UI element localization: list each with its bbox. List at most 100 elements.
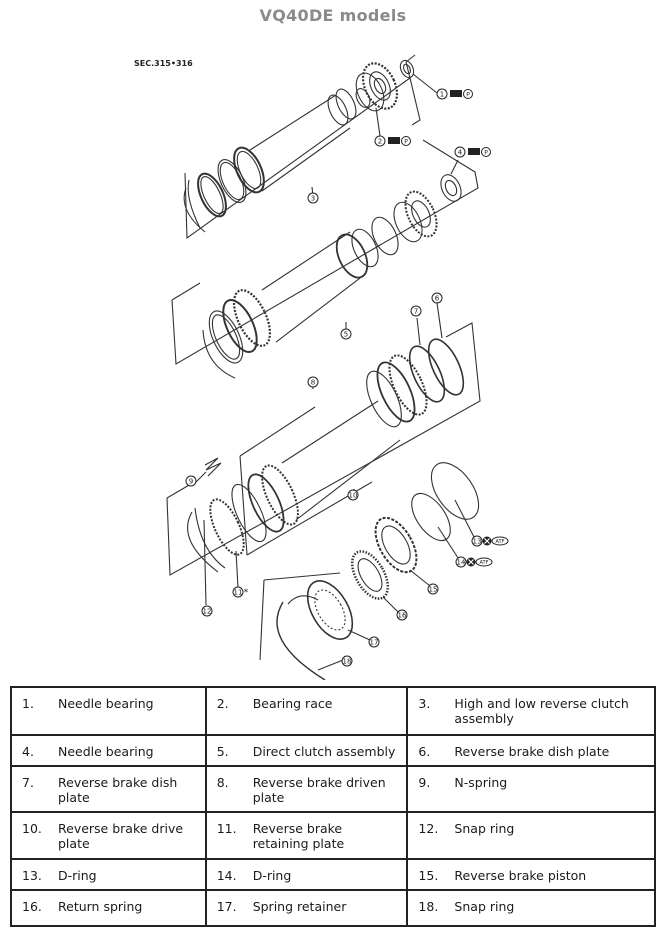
legend-cell: 15. Reverse brake piston — [406, 858, 656, 891]
part-name: Reverse brake retaining plate — [252, 821, 345, 851]
lube-icon — [388, 137, 400, 144]
part-name: Bearing race — [252, 696, 333, 711]
part-number: 16. — [22, 899, 42, 914]
gear-hub — [355, 62, 399, 112]
svg-text:P: P — [404, 139, 408, 146]
part-name: Spring retainer — [252, 899, 347, 914]
callout-6: 6 — [431, 292, 443, 304]
svg-text:14: 14 — [457, 559, 466, 567]
svg-text:8: 8 — [311, 379, 315, 387]
direct-clutch-drum — [202, 190, 438, 379]
legend-cell: 1.Needle bearing — [10, 686, 207, 736]
svg-text:P: P — [484, 150, 488, 157]
legend-cell: 17.Spring retainer — [204, 889, 409, 927]
svg-text:2: 2 — [378, 138, 382, 146]
p-mark-icon — [481, 147, 491, 157]
part-number: 12. — [418, 821, 439, 836]
svg-text:18: 18 — [343, 658, 352, 666]
svg-text:ATF: ATF — [480, 560, 489, 566]
legend-row: 4.Needle bearing 5. Direct clutch assembl… — [10, 734, 656, 767]
svg-text:13: 13 — [473, 538, 482, 546]
legend-cell: 5. Direct clutch assembly — [204, 734, 409, 767]
part-name: High and low reverse clutch assembly — [454, 696, 629, 726]
svg-text:15: 15 — [429, 586, 438, 594]
callout-3: 3 — [307, 192, 319, 204]
legend-cell: 12. Snap ring — [406, 811, 656, 860]
part-number: 8. — [216, 775, 229, 790]
part-number: 18. — [418, 899, 439, 914]
legend-row: 1.Needle bearing 2. Bearing race 3. High a… — [10, 686, 656, 736]
part-number: 15. — [418, 868, 439, 883]
part-number: 6. — [418, 744, 431, 759]
part-number: 3. — [418, 696, 431, 711]
legend-row: 10.Reverse brake drive plate 11. Reverse … — [10, 811, 656, 860]
callout-7: 7 — [410, 305, 422, 317]
svg-text:16: 16 — [398, 612, 407, 620]
legend-row: 13.D-ring 14. D-ring 15. Reverse brake pis… — [10, 858, 656, 891]
part-name: Snap ring — [454, 821, 515, 836]
atf-icon — [491, 536, 509, 546]
svg-text:9: 9 — [189, 478, 193, 486]
part-name: Return spring — [58, 899, 143, 914]
part-number: 13. — [22, 868, 42, 883]
legend-row: 16.Return spring 17.Spring retainer 18.S… — [10, 889, 656, 927]
callout-1: 1 — [436, 88, 448, 100]
callout-8: 8 — [307, 376, 319, 388]
svg-text:P: P — [466, 92, 470, 99]
svg-text:4: 4 — [458, 149, 463, 157]
part-name: Reverse brake dish plate — [454, 744, 610, 759]
atf-tags: ATF ATF — [466, 536, 509, 567]
part-name: Reverse brake drive plate — [58, 821, 184, 851]
legend-cell: 14. D-ring — [204, 858, 409, 891]
part-number: 2. — [216, 696, 229, 711]
asterisk-mark: * — [244, 588, 249, 598]
page-title: VQ40DE models — [259, 6, 407, 25]
callout-9: 9 — [185, 475, 197, 487]
part-number: 4. — [22, 744, 34, 759]
callout-15: 15 — [427, 583, 439, 595]
legend-cell: 8.Reverse brake driven plate — [204, 765, 409, 813]
legend-cell: 10.Reverse brake drive plate — [10, 811, 207, 860]
callout-5: 5 — [340, 328, 352, 340]
callout-12: 12 — [201, 605, 213, 617]
clutch-plates-top — [183, 146, 265, 233]
callouts: 1 2 3 4 5 6 7 8 9 10 11 * 12 13 14 15 16… — [185, 88, 483, 667]
part-number: 1. — [22, 696, 34, 711]
legend-cell: 3. High and low reverse clutch assembly — [406, 686, 656, 736]
part-name: Reverse brake piston — [454, 868, 587, 883]
svg-text:6: 6 — [435, 295, 440, 303]
group-bracket-3 — [184, 54, 421, 240]
svg-text:7: 7 — [414, 308, 418, 316]
legend-cell: 13.D-ring — [10, 858, 207, 891]
part-name: Direct clutch assembly — [252, 744, 396, 759]
group-bracket-8 — [166, 322, 481, 576]
svg-text:17: 17 — [370, 639, 379, 647]
legend-cell: 11. Reverse brake retaining plate — [204, 811, 409, 860]
callout-11: 11 — [232, 586, 244, 598]
part-number: 9. — [418, 775, 431, 790]
legend-cell: 4.Needle bearing — [10, 734, 207, 767]
part-number: 5. — [216, 744, 229, 759]
svg-text:5: 5 — [344, 331, 348, 339]
lube-icon — [468, 148, 480, 155]
callout-14: 14 — [455, 556, 467, 568]
lube-tags: P P P — [388, 89, 491, 157]
legend-cell: 6. Reverse brake dish plate — [406, 734, 656, 767]
legend-cell: 18.Snap ring — [406, 889, 656, 927]
exploded-diagram: SEC.315•316 1 2 3 4 5 6 7 8 9 10 11 * 12… — [134, 54, 509, 680]
callout-16: 16 — [396, 609, 408, 621]
svg-text:10: 10 — [349, 492, 358, 500]
p-mark-icon — [401, 136, 411, 146]
legend-cell: 9.N-spring — [406, 765, 656, 813]
part-number: 14. — [216, 868, 237, 883]
lube-icon — [450, 90, 462, 97]
legend-cell: 2. Bearing race — [204, 686, 409, 736]
part-name: D-ring — [252, 868, 292, 883]
callout-4: 4 — [454, 146, 466, 158]
callout-10: 10 — [347, 489, 359, 501]
atf-icon — [475, 557, 493, 567]
legend-row: 7.Reverse brake dish plate 8.Reverse bra… — [10, 765, 656, 813]
part-number: 11. — [216, 821, 237, 836]
part-number: 7. — [22, 775, 34, 790]
svg-text:11: 11 — [234, 589, 243, 597]
